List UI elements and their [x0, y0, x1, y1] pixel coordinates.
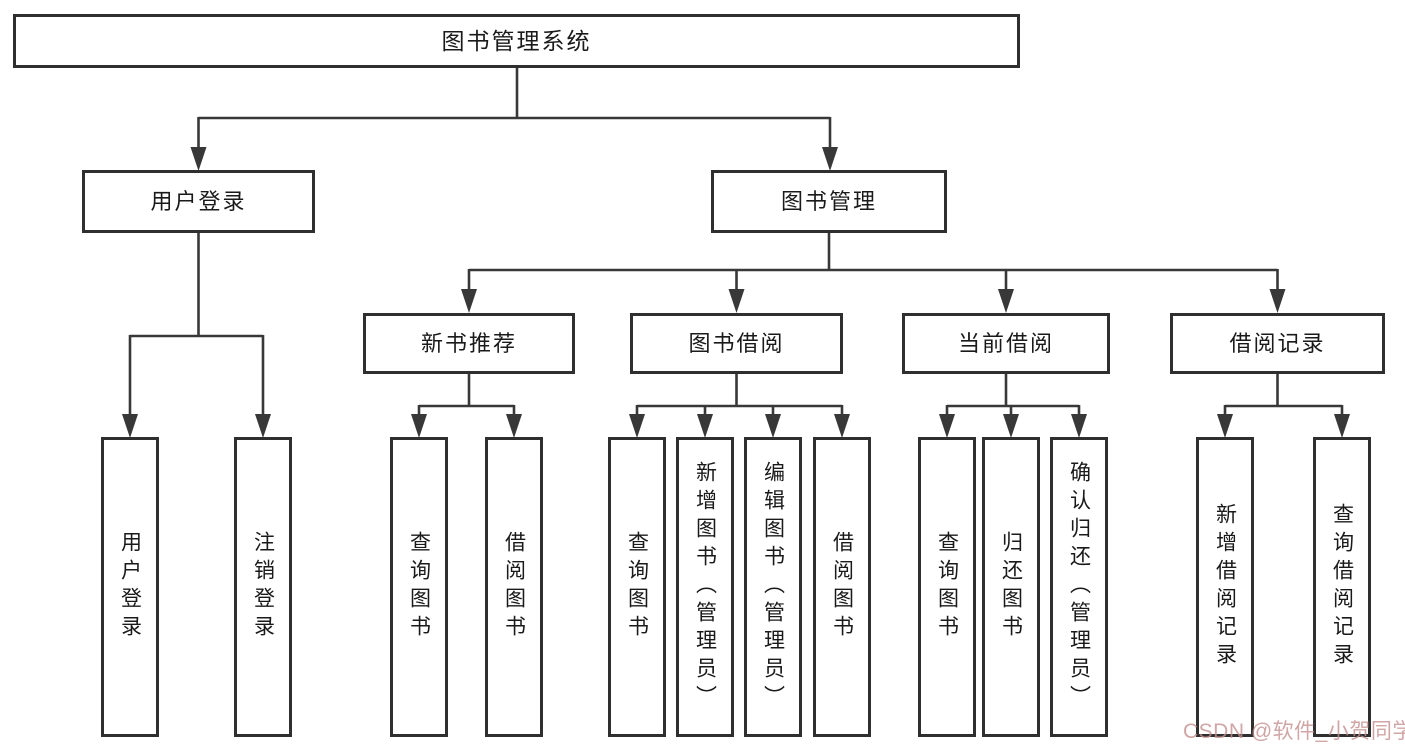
leaf-logout-label: 注销登录 [251, 531, 275, 643]
leaf-confirm-return-admin-label: 确认归还（管理员） [1067, 461, 1091, 713]
node-user-login-label: 用户登录 [150, 188, 247, 214]
node-root-system: 图书管理系统 [13, 14, 1020, 68]
leaf-add-borrow-record: 新增借阅记录 [1196, 437, 1254, 737]
leaf-borrow-book-label: 借阅图书 [830, 531, 854, 643]
leaf-query-book-borrow: 查询图书 [608, 437, 666, 737]
leaf-query-book-recommend: 查询图书 [390, 437, 448, 737]
leaf-borrow-book-recommend: 借阅图书 [485, 437, 543, 737]
node-current-borrow-label: 当前借阅 [957, 330, 1054, 356]
leaf-return-book-label: 归还图书 [999, 531, 1023, 643]
leaf-user-login-label: 用户登录 [118, 531, 142, 643]
node-user-login: 用户登录 [82, 170, 315, 233]
leaf-confirm-return-admin: 确认归还（管理员） [1050, 437, 1108, 737]
leaf-return-book: 归还图书 [982, 437, 1040, 737]
leaf-borrow-book-recommend-label: 借阅图书 [502, 531, 526, 643]
node-book-borrow-label: 图书借阅 [688, 330, 785, 356]
leaf-add-book-admin-label: 新增图书（管理员） [693, 461, 717, 713]
node-root-system-label: 图书管理系统 [441, 27, 592, 54]
node-borrow-record: 借阅记录 [1170, 313, 1385, 374]
node-new-book-recommend-label: 新书推荐 [420, 330, 517, 356]
leaf-query-book-recommend-label: 查询图书 [407, 531, 431, 643]
node-book-management-label: 图书管理 [780, 188, 877, 214]
node-book-management: 图书管理 [711, 170, 947, 233]
node-current-borrow: 当前借阅 [902, 313, 1110, 374]
leaf-user-login: 用户登录 [101, 437, 159, 737]
leaf-query-borrow-record: 查询借阅记录 [1313, 437, 1371, 737]
node-borrow-record-label: 借阅记录 [1229, 330, 1326, 356]
leaf-query-book-borrow-label: 查询图书 [625, 531, 649, 643]
node-new-book-recommend: 新书推荐 [363, 313, 575, 374]
leaf-query-book-current-label: 查询图书 [935, 531, 959, 643]
node-book-borrow: 图书借阅 [630, 313, 843, 374]
leaf-add-book-admin: 新增图书（管理员） [676, 437, 734, 737]
leaf-edit-book-admin: 编辑图书（管理员） [744, 437, 802, 737]
leaf-borrow-book: 借阅图书 [813, 437, 871, 737]
leaf-query-borrow-record-label: 查询借阅记录 [1330, 503, 1354, 671]
csdn-watermark: CSDN @软件_小贺同学 [1183, 720, 1405, 743]
arrowheads [122, 147, 1350, 438]
leaf-query-book-current: 查询图书 [918, 437, 976, 737]
leaf-add-borrow-record-label: 新增借阅记录 [1213, 503, 1237, 671]
leaf-edit-book-admin-label: 编辑图书（管理员） [761, 461, 785, 713]
leaf-logout: 注销登录 [234, 437, 292, 737]
